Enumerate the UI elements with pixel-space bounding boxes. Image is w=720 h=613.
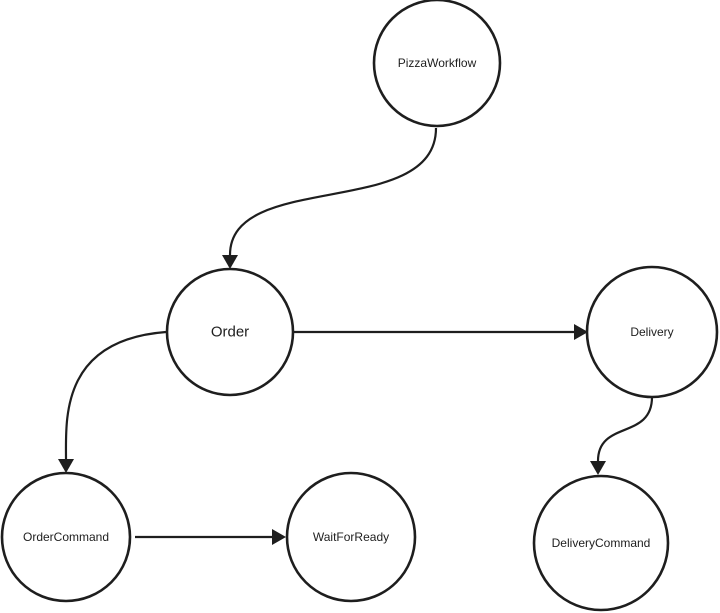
node-label-delivery: Delivery [630, 325, 673, 339]
node-delivery-command[interactable]: DeliveryCommand [532, 474, 670, 612]
node-label-delivery-command: DeliveryCommand [552, 536, 651, 550]
edge-delivery-to-deliverycommand [590, 396, 654, 475]
node-pizza-workflow[interactable]: PizzaWorkflow [372, 0, 502, 128]
node-label-wait-for-ready: WaitForReady [313, 530, 389, 544]
node-wait-for-ready[interactable]: WaitForReady [285, 471, 417, 603]
node-order[interactable]: Order [165, 267, 295, 397]
edge-pizzaworkflow-to-order [222, 127, 438, 269]
node-label-pizza-workflow: PizzaWorkflow [398, 56, 477, 70]
node-label-order: Order [211, 324, 249, 341]
node-delivery[interactable]: Delivery [585, 265, 719, 399]
edge-order-to-ordercommand [58, 330, 167, 473]
edge-order-to-delivery [294, 324, 588, 340]
node-label-order-command: OrderCommand [23, 530, 109, 544]
edge-ordercommand-to-waitforready [135, 529, 286, 545]
node-order-command[interactable]: OrderCommand [0, 471, 132, 603]
